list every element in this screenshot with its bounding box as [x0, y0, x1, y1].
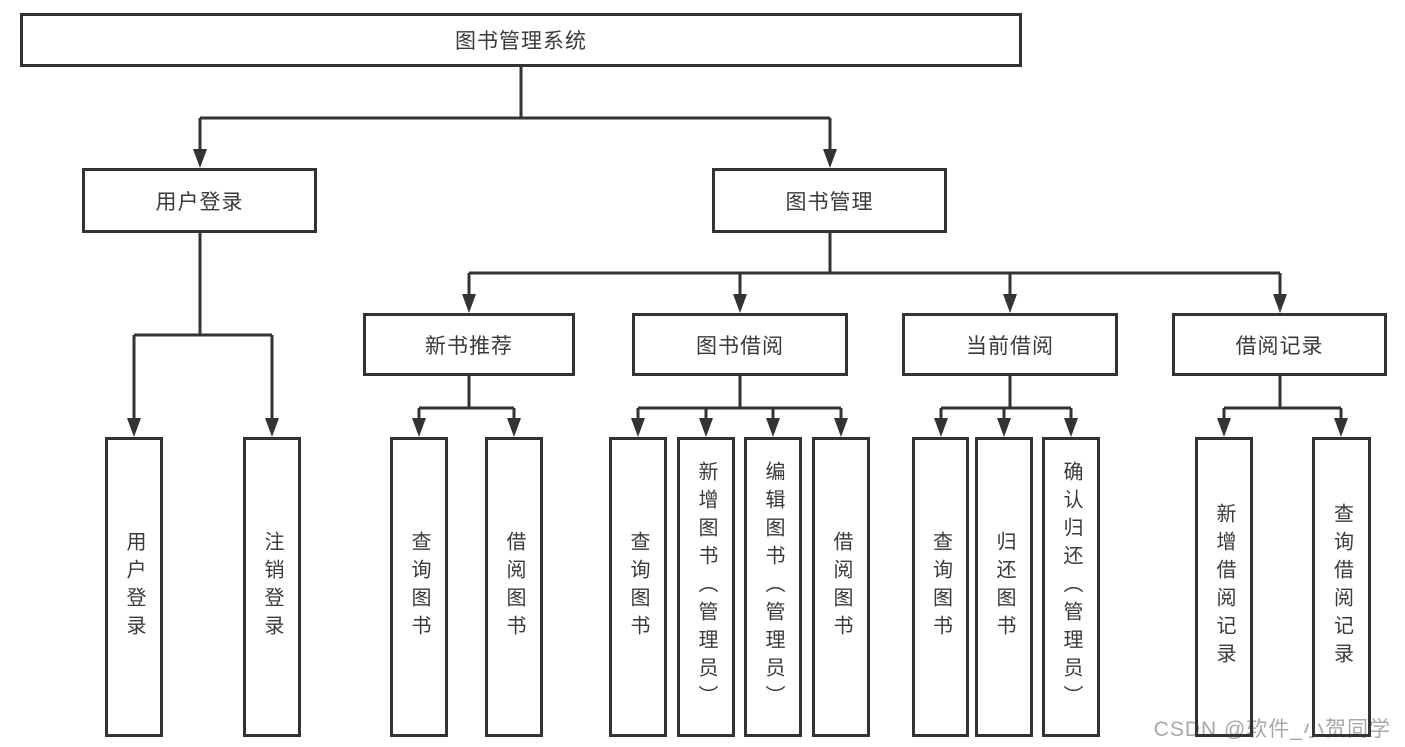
leaf-edit-book-admin: 编辑图书（管理员）	[744, 437, 802, 737]
leaf-return-book: 归还图书	[975, 437, 1033, 737]
leaf-query-borrow-record: 查询借阅记录	[1312, 437, 1371, 737]
node-label: 用户登录	[123, 531, 145, 643]
node-label: 借阅图书	[830, 531, 852, 643]
node-label: 图书管理	[785, 190, 874, 214]
node-label: 查询图书	[408, 531, 430, 643]
node-library-management-system: 图书管理系统	[20, 13, 1022, 67]
arrowheads	[127, 149, 1348, 437]
node-label: 编辑图书（管理员）	[762, 461, 784, 713]
node-label: 新增借阅记录	[1213, 503, 1235, 671]
node-label: 新书推荐	[425, 334, 513, 358]
node-label: 查询图书	[929, 531, 952, 643]
node-current-borrowing: 当前借阅	[902, 313, 1118, 376]
node-new-book-recommendation: 新书推荐	[363, 313, 575, 376]
leaf-borrow-books: 借阅图书	[812, 437, 870, 737]
leaf-borrow-books-recommend: 借阅图书	[485, 437, 543, 737]
node-label: 查询借阅记录	[1330, 503, 1353, 671]
node-borrowing-records: 借阅记录	[1172, 313, 1387, 376]
node-label: 确认归还（管理员）	[1060, 461, 1082, 713]
node-label: 用户登录	[155, 190, 244, 214]
leaf-add-borrow-record: 新增借阅记录	[1195, 437, 1253, 737]
node-label: 借阅记录	[1235, 334, 1324, 358]
leaf-add-book-admin: 新增图书（管理员）	[677, 437, 735, 737]
node-label: 注销登录	[261, 531, 283, 643]
node-label: 图书借阅	[696, 334, 784, 358]
elbow-lines	[132, 67, 1343, 421]
node-book-management: 图书管理	[712, 168, 947, 233]
leaf-query-books-borrow: 查询图书	[609, 437, 667, 737]
node-user-login: 用户登录	[82, 168, 317, 233]
node-label: 归还图书	[993, 531, 1015, 643]
leaf-query-books-recommend: 查询图书	[390, 437, 448, 737]
node-label: 借阅图书	[503, 531, 525, 643]
node-label: 当前借阅	[966, 334, 1054, 358]
node-label: 查询图书	[627, 531, 649, 643]
node-label: 图书管理系统	[455, 30, 587, 53]
leaf-confirm-return-admin: 确认归还（管理员）	[1042, 437, 1100, 737]
leaf-query-books-current: 查询图书	[912, 437, 969, 737]
leaf-logout: 注销登录	[243, 437, 301, 737]
node-label: 新增图书（管理员）	[695, 461, 717, 713]
leaf-user-login: 用户登录	[105, 437, 163, 737]
node-book-borrowing: 图书借阅	[632, 313, 848, 376]
